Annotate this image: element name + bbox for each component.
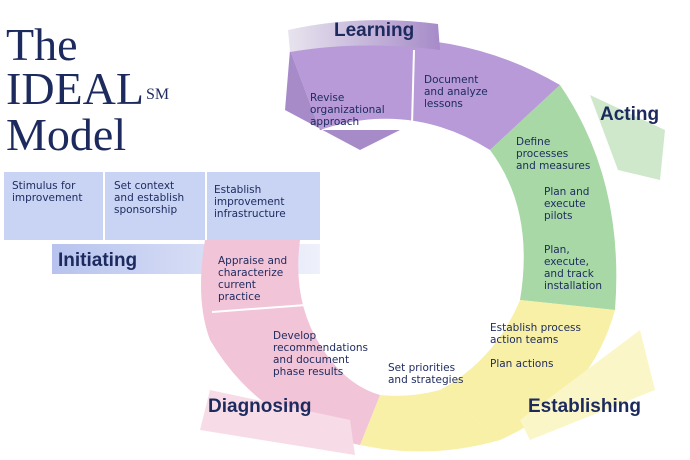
phase-learning: Learning [334,20,415,41]
step-pilots: Plan and execute pilots [544,186,590,222]
step-lessons: Document and analyze lessons [424,74,488,110]
step-install: Plan, execute, and track installation [544,244,602,292]
phase-initiating: Initiating [58,250,138,271]
step-priorities: Set priorities and strategies [388,362,464,386]
divider [411,49,415,126]
learning-arrow-head [285,50,400,150]
acting-label-tab [590,95,665,180]
step-context: Set context and establish sponsorship [114,180,185,216]
phase-diagnosing: Diagnosing [208,396,312,417]
title-line-1: The [6,19,78,70]
service-mark: SM [145,86,170,103]
establishing-arc [440,300,615,440]
divider [211,304,307,313]
acting-arc [490,85,617,310]
title-ideal: IDEAL [6,63,144,114]
learning-label-tab [288,20,440,52]
learning-arc [290,38,560,151]
step-stimulus: Stimulus for improvement [12,180,83,204]
step-teams: Establish process action teams [490,322,581,346]
diagnosing-label-tab [200,390,355,455]
step-appraise: Appraise and characterize current practi… [218,255,288,303]
phase-establishing: Establishing [528,396,641,417]
diagnosing-arc [201,240,380,445]
step-revise: Revise organizational approach [310,92,385,128]
step-define: Define processes and measures [516,136,591,172]
step-infrastructure: Establish improvement infrastructure [214,184,286,220]
initiating-band [4,172,320,240]
title-line-3: Model [6,109,127,160]
step-recommendations: Develop recommendations and document pha… [273,330,368,378]
step-plan-actions: Plan actions [490,358,554,370]
establishing-label-tab [520,330,655,440]
priorities-segment [360,390,500,452]
phase-acting: Acting [600,104,660,125]
